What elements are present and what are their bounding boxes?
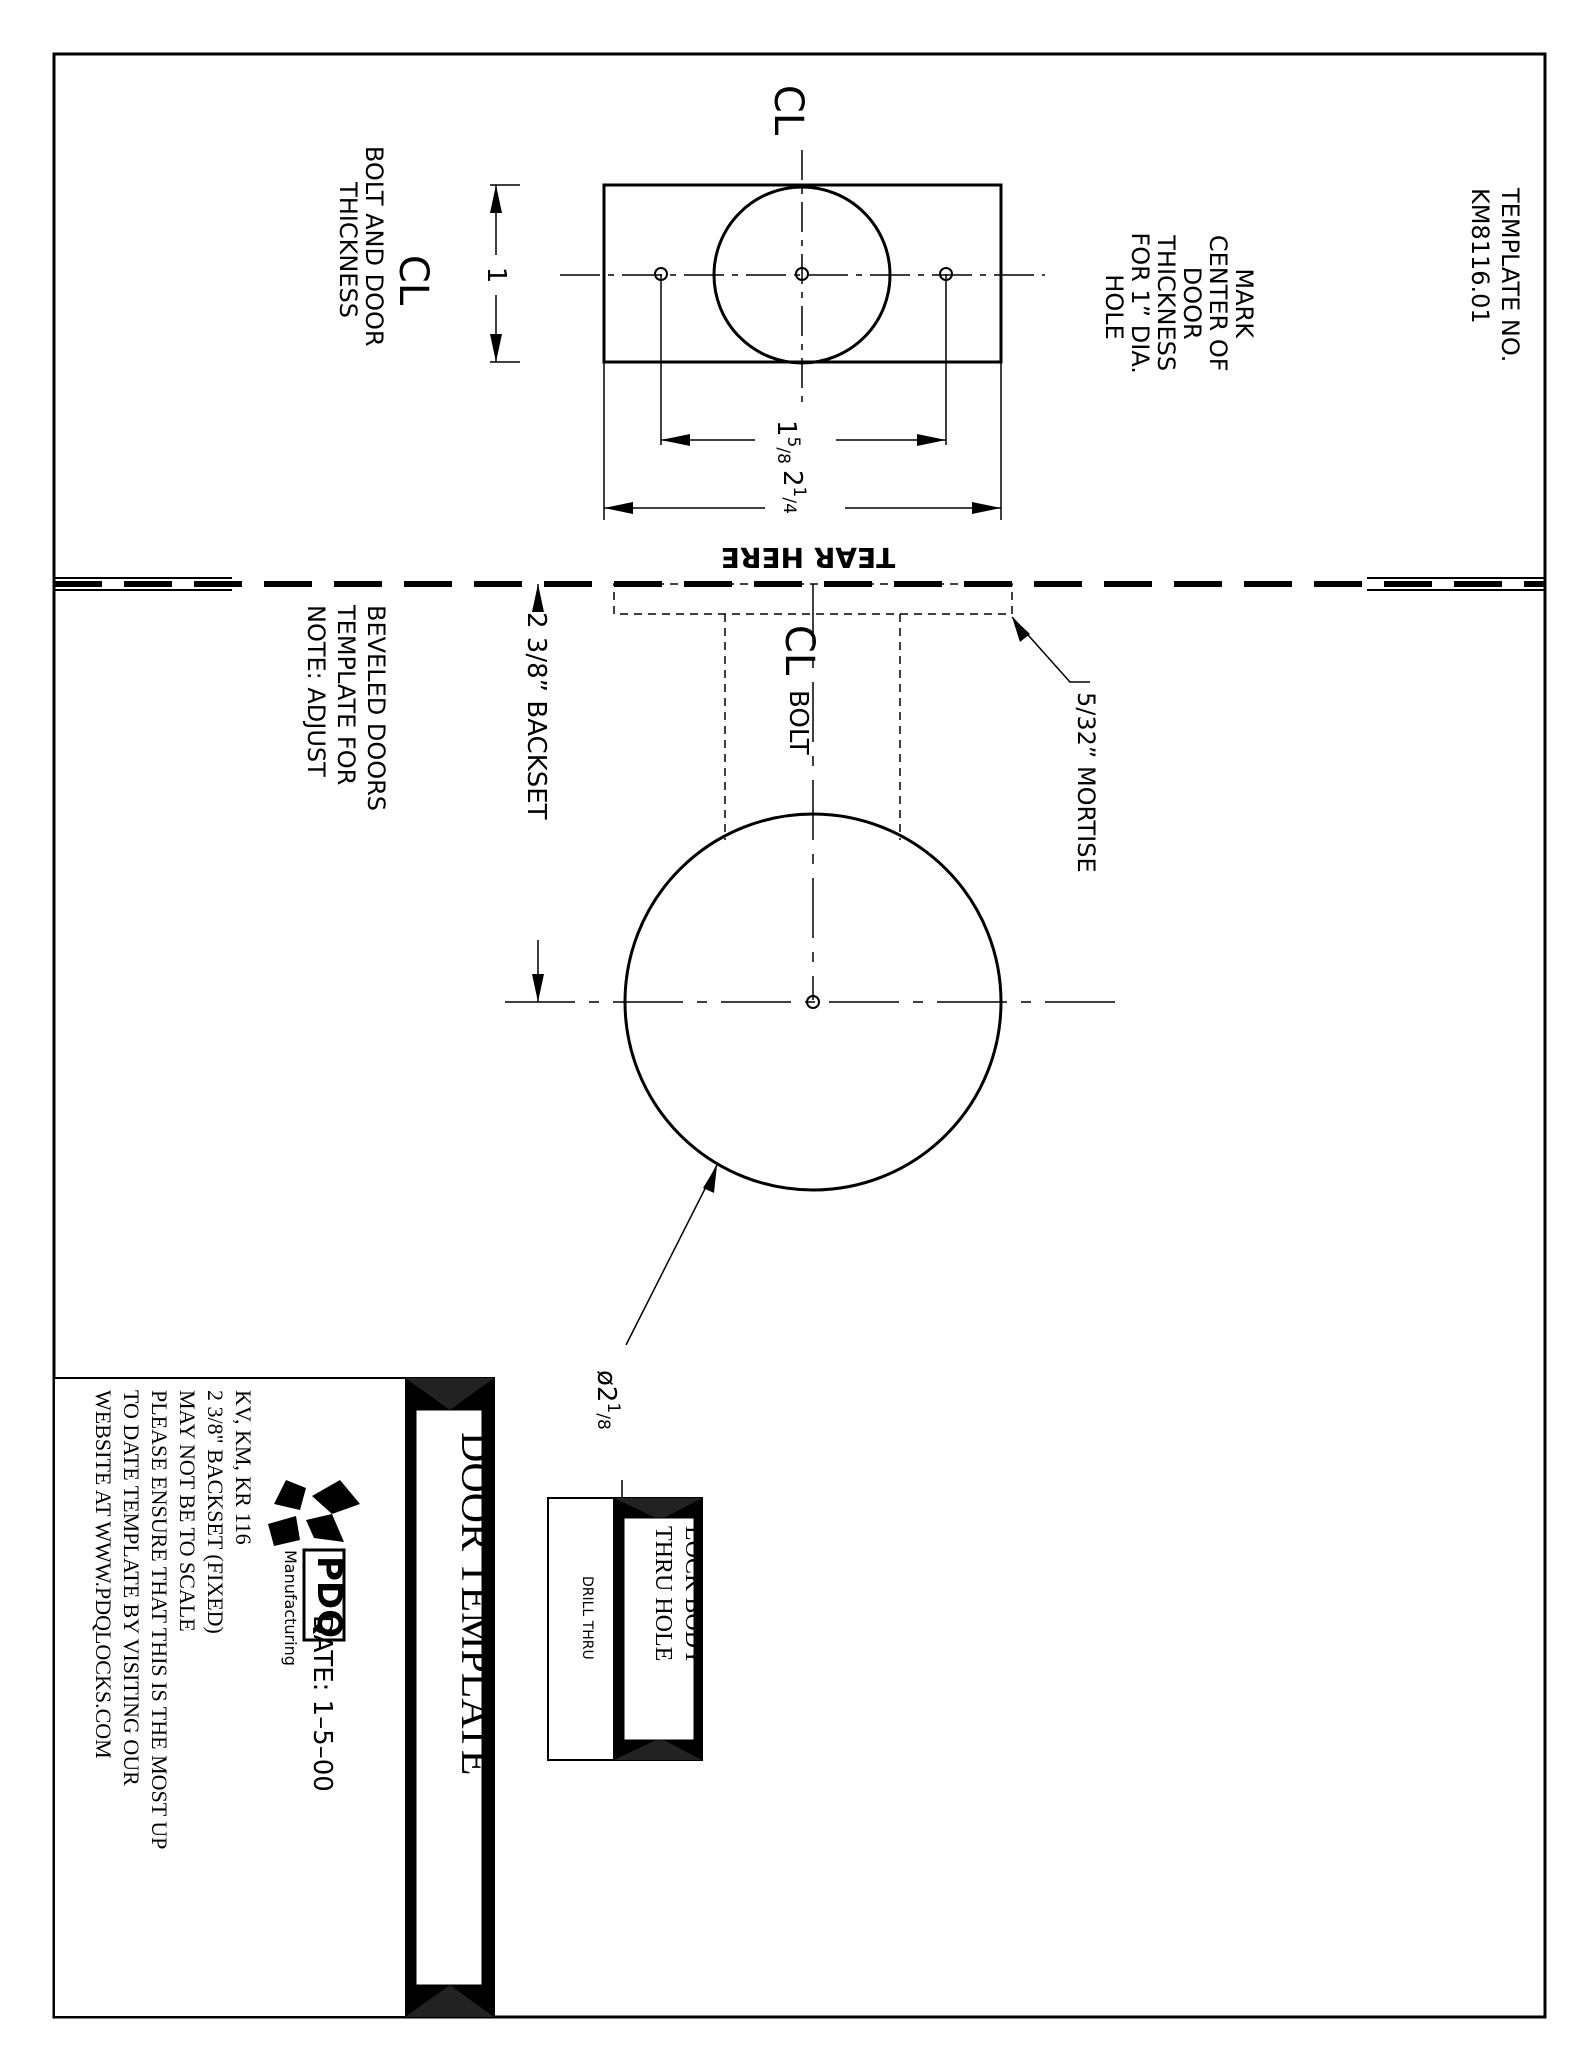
centerline-symbol-top: CL [765, 85, 811, 136]
title-block-info: KV, KM, KR 116 2 3/8" BACKSET (FIXED) MA… [91, 1390, 256, 1854]
pdq-logo [268, 1480, 360, 1642]
face-bore-drawing [505, 583, 1125, 1500]
bolt-door-thickness-note: BOLT AND DOOR THICKNESS [334, 146, 388, 354]
mortise-label: 5/32” MORTISE [1072, 692, 1100, 873]
pdq-logo-subtext: Manufacturing [281, 1550, 300, 1666]
tear-here-label: TEAR HERE [721, 541, 895, 574]
beveled-doors-note: NOTE: ADJUST TEMPLATE FOR BEVELED DOORS [302, 604, 390, 811]
centerline-symbol-bolt-door: CL [390, 255, 436, 306]
backset-label: 2 3/8” BACKSET [521, 612, 551, 820]
centerline-symbol-bolt: CL [776, 625, 822, 676]
dim-1-inch: 1 [481, 267, 511, 284]
pdq-logo-text: PDQ [309, 1556, 349, 1638]
mark-center-note: MARK CENTER OF DOOR THICKNESS FOR 1” DIA… [1100, 232, 1258, 381]
lock-body-subtitle: DRILL THRU [579, 1576, 595, 1660]
template-number: TEMPLATE NO. KM8116.01 [1466, 187, 1524, 370]
title-block [53, 1377, 495, 2018]
sheet-border [52, 52, 1547, 2019]
dim-2-1-4: 21/4 [777, 470, 809, 514]
bolt-label: BOLT [783, 690, 813, 755]
lock-body-title: LOCK BODY THRU HOLE [650, 1526, 706, 1670]
dim-1-5-8: 15/8 [771, 420, 803, 464]
lock-body-box [547, 1497, 703, 1761]
title-block-title: DOOR TEMPLATE [452, 1432, 498, 1775]
bore-diameter-label: ø21/8 [591, 1370, 623, 1430]
screw-hole-center [795, 267, 809, 281]
edge-bore-drawing [490, 150, 1045, 520]
title-block-date: DATE: 1–5–00 [307, 1615, 337, 1792]
